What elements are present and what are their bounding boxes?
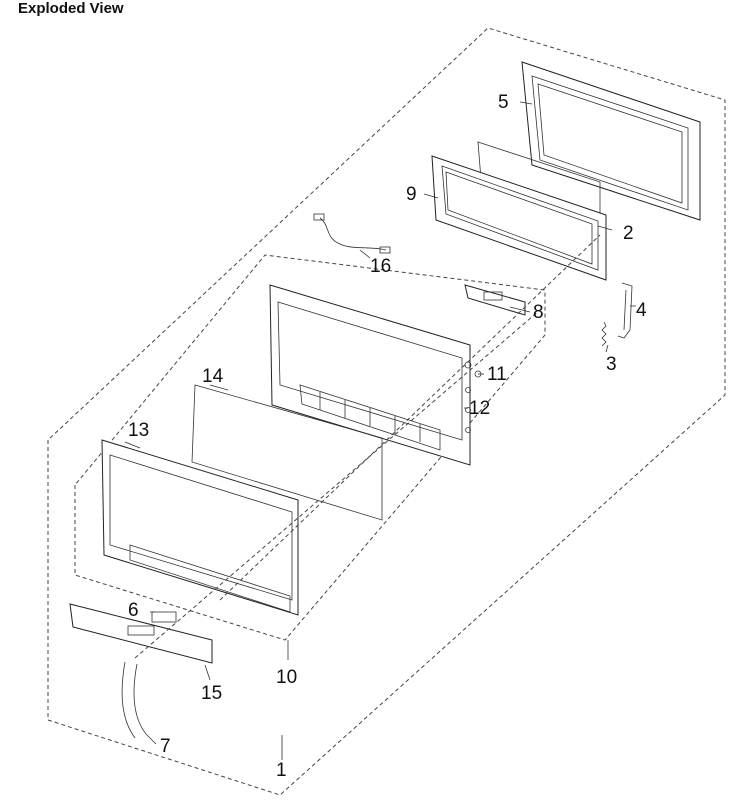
callout-8: 8 (533, 302, 544, 323)
callout-3: 3 (606, 354, 617, 375)
handle-trim (69, 603, 213, 664)
callout-12: 12 (469, 398, 490, 419)
front-panel (101, 439, 299, 616)
inner-assembly-outline (74, 254, 546, 641)
door-panel-assembly (269, 284, 471, 466)
callout-11: 11 (487, 364, 507, 385)
callout-1: 1 (276, 760, 287, 781)
assembly-lines (134, 234, 601, 659)
door-hook (617, 282, 633, 339)
callout-5: 5 (498, 92, 509, 113)
latch-bracket (464, 284, 526, 316)
callout-4: 4 (636, 300, 647, 321)
leader-lines (124, 101, 636, 760)
door-frame-inner (431, 155, 607, 281)
glass-panel (191, 384, 383, 521)
callout-7: 7 (160, 736, 171, 757)
callout-9: 9 (406, 184, 417, 205)
callout-10: 10 (276, 667, 297, 688)
page-title: Exploded View (18, 0, 124, 17)
outer-assembly-outline (47, 27, 726, 796)
callout-6: 6 (128, 600, 139, 621)
callout-14: 14 (202, 366, 224, 387)
wire-harness (313, 213, 391, 254)
callout-16: 16 (370, 256, 391, 277)
door-spring (601, 321, 607, 347)
tube (121, 661, 147, 739)
callout-15: 15 (201, 683, 222, 704)
callout-13: 13 (128, 420, 149, 441)
callout-2: 2 (623, 223, 634, 244)
door-frame-outer (521, 61, 701, 221)
